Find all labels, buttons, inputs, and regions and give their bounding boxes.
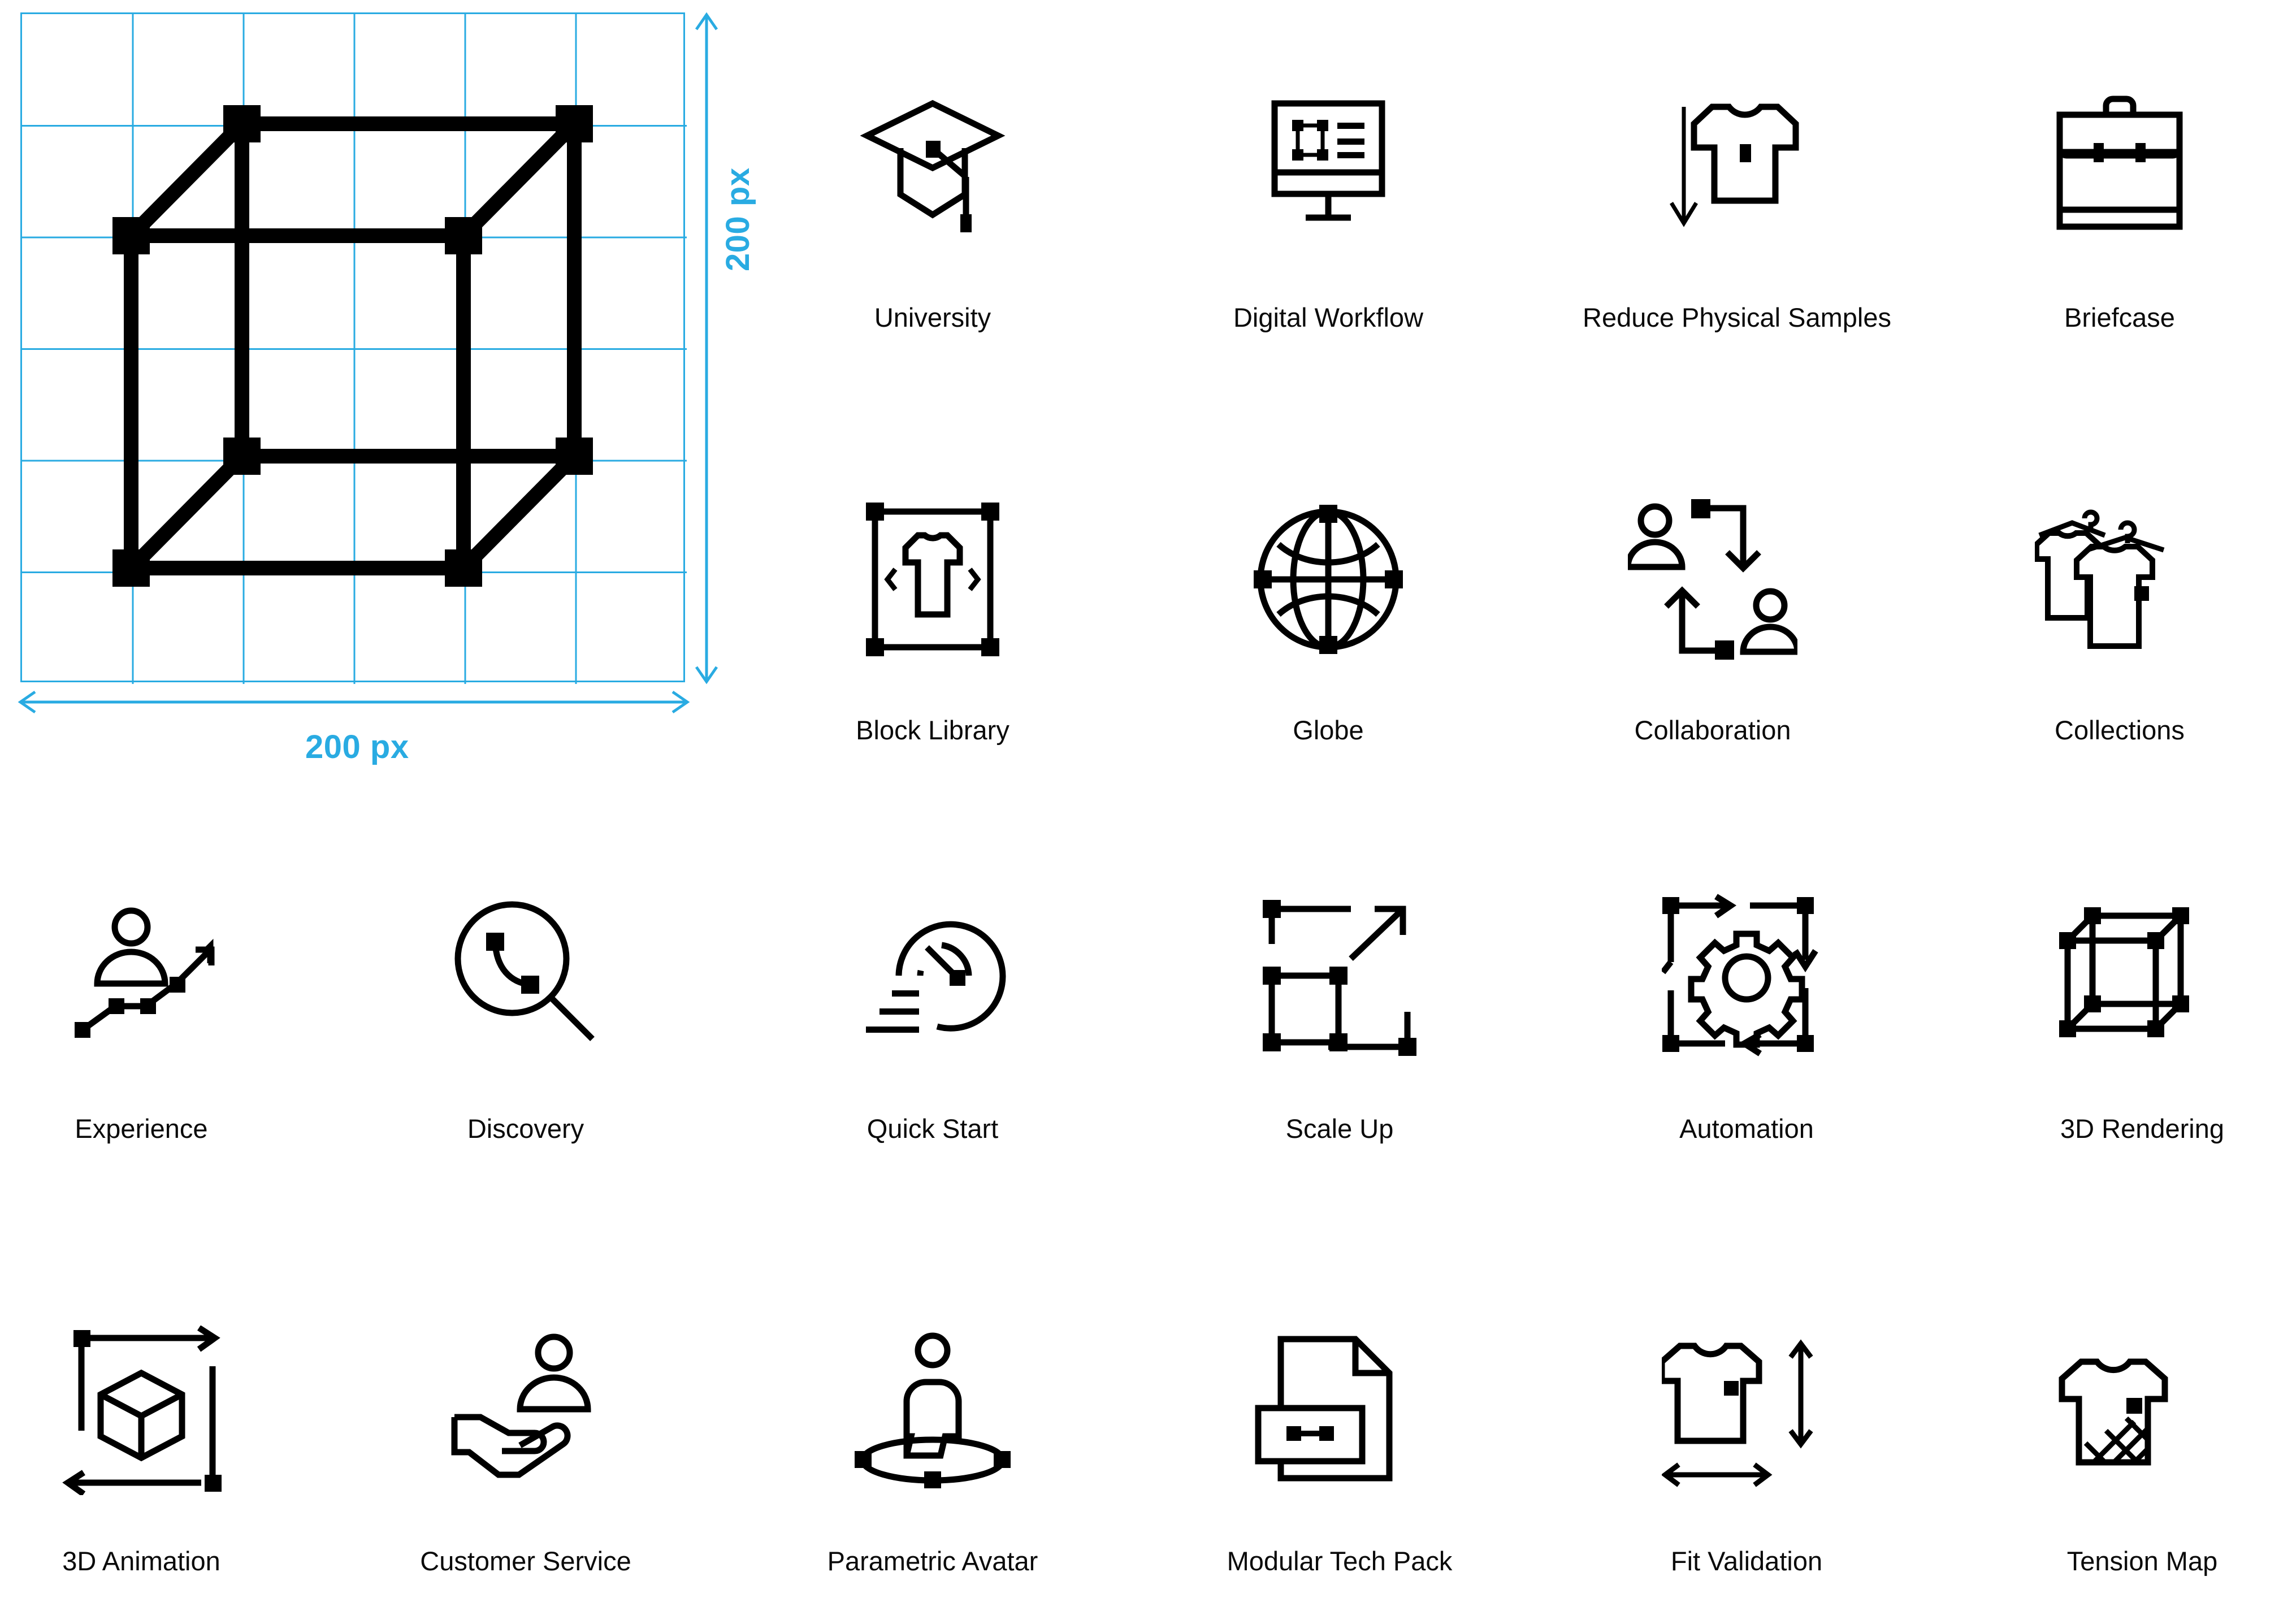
icon-label: Experience — [75, 1114, 208, 1144]
magnifier-bezier-icon — [396, 845, 656, 1111]
briefcase-icon — [1990, 34, 2250, 300]
vertical-dimension-arrow — [695, 12, 718, 685]
icon-label: University — [874, 302, 991, 332]
icon-label: Automation — [1679, 1114, 1814, 1144]
icon-cell-discovery[interactable]: Discovery — [396, 845, 656, 1144]
icon-label: Briefcase — [2064, 302, 2175, 332]
icon-label: Collaboration — [1634, 715, 1791, 745]
person-growth-graph-icon — [11, 845, 271, 1111]
cube-wireframe-icon — [2012, 845, 2272, 1111]
icon-cell-3d-rendering[interactable]: 3D Rendering — [2012, 845, 2272, 1144]
icon-label: Parametric Avatar — [827, 1546, 1038, 1576]
icon-cell-globe[interactable]: Globe — [1198, 447, 1458, 745]
speedometer-icon — [803, 845, 1063, 1111]
cube-wireframe-icon — [112, 105, 593, 587]
icon-label: Modular Tech Pack — [1227, 1546, 1453, 1576]
tshirt-dimensions-icon — [1617, 1277, 1877, 1543]
cube-rotate-icon — [11, 1277, 271, 1543]
icon-cell-university[interactable]: University — [803, 34, 1063, 332]
avatar-orbit-icon — [803, 1277, 1063, 1543]
icon-cell-modular-tech-pack[interactable]: Modular Tech Pack — [1210, 1277, 1470, 1576]
icon-cell-experience[interactable]: Experience — [11, 845, 271, 1144]
icon-cell-scale-up[interactable]: Scale Up — [1210, 845, 1470, 1144]
horizontal-dimension-arrow — [18, 690, 690, 714]
two-people-cycle-icon — [1583, 447, 1843, 712]
icon-cell-parametric-avatar[interactable]: Parametric Avatar — [803, 1277, 1063, 1576]
icon-cell-tension-map[interactable]: Tension Map — [2012, 1277, 2272, 1576]
tshirts-on-hangers-icon — [1990, 447, 2250, 712]
icon-cell-fit-validation[interactable]: Fit Validation — [1617, 1277, 1877, 1576]
icon-cell-digital-workflow[interactable]: Digital Workflow — [1198, 34, 1458, 332]
icon-label: Fit Validation — [1670, 1546, 1823, 1576]
tshirt-mesh-icon — [2012, 1277, 2272, 1543]
icon-cell-customer-service[interactable]: Customer Service — [396, 1277, 656, 1576]
tshirt-down-arrow-icon — [1607, 34, 1867, 300]
globe-icon — [1198, 447, 1458, 712]
icon-label: Digital Workflow — [1233, 302, 1424, 332]
icon-label: Quick Start — [866, 1114, 999, 1144]
icon-label: Reduce Physical Samples — [1583, 302, 1891, 332]
spec-cube-artwork — [20, 12, 685, 682]
icon-label: 3D Rendering — [2060, 1114, 2224, 1144]
icon-cell-collections[interactable]: Collections — [1990, 447, 2250, 745]
icon-label: Discovery — [467, 1114, 584, 1144]
icon-label: Customer Service — [420, 1546, 631, 1576]
hand-person-icon — [396, 1277, 656, 1543]
icon-label: 3D Animation — [62, 1546, 220, 1576]
icon-cell-automation[interactable]: Automation — [1617, 845, 1877, 1144]
icon-cell-briefcase[interactable]: Briefcase — [1990, 34, 2250, 332]
tshirt-bounding-box-icon — [803, 447, 1063, 712]
icon-label: Collections — [2055, 715, 2185, 745]
monitor-nodes-icon — [1198, 34, 1458, 300]
graduation-cap-icon — [803, 34, 1063, 300]
icon-cell-block-library[interactable]: Block Library — [803, 447, 1063, 745]
icon-label: Scale Up — [1285, 1114, 1394, 1144]
icon-cell-3d-animation[interactable]: 3D Animation — [11, 1277, 271, 1576]
scale-arrow-icon — [1210, 845, 1470, 1111]
document-module-icon — [1210, 1277, 1470, 1543]
gear-cycle-icon — [1617, 845, 1877, 1111]
icon-cell-quick-start[interactable]: Quick Start — [803, 845, 1063, 1144]
icon-label: Globe — [1293, 715, 1364, 745]
icon-cell-collaboration[interactable]: Collaboration — [1583, 447, 1843, 745]
width-dimension-label: 200 px — [305, 729, 409, 765]
icon-cell-reduce-physical-samples[interactable]: Reduce Physical Samples — [1583, 34, 1891, 332]
icon-label: Block Library — [856, 715, 1009, 745]
icon-label: Tension Map — [2066, 1546, 2218, 1576]
